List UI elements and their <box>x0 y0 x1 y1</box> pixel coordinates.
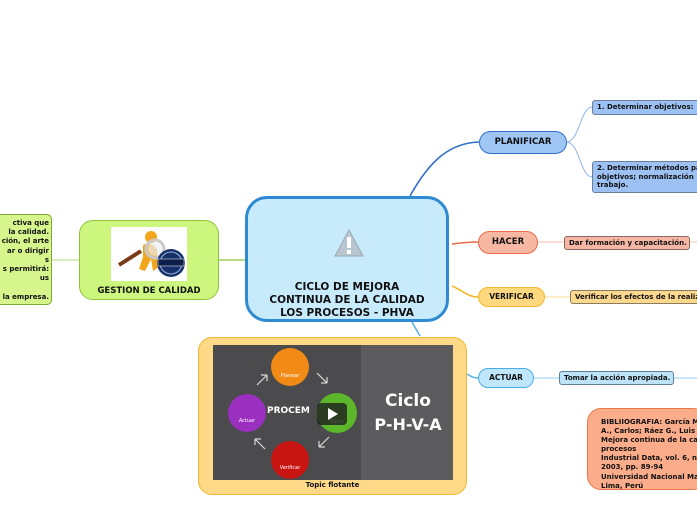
step-verificar: Verificar <box>271 441 309 479</box>
procem-logo: PROCEM <box>267 406 310 416</box>
subtopic-determinar-objetivos[interactable]: 1. Determinar objetivos: <box>592 100 697 115</box>
video-thumbnail[interactable]: Planear Hacer Verificar Actuar PROCEM Ci… <box>213 345 453 480</box>
floating-topic[interactable]: Planear Hacer Verificar Actuar PROCEM Ci… <box>198 337 467 495</box>
step-planear: Planear <box>271 348 309 386</box>
gestion-note-text: ctiva que la calidad. ción, el arte ar o… <box>1 219 49 301</box>
connector-p1 <box>566 106 593 143</box>
subtopic-accion-apropiada[interactable]: Tomar la acción apropiada. <box>559 371 674 385</box>
gestion-label: GESTION DE CALIDAD <box>97 286 201 296</box>
central-title: CICLO DE MEJORA CONTINUA DE LA CALIDAD L… <box>248 281 446 320</box>
step-planear-label: Planear <box>280 373 300 379</box>
central-title-line: LOS PROCESOS - PHVA <box>280 307 414 319</box>
subtopic-determinar-metodos[interactable]: 2. Determinar métodos pa objetivos; norm… <box>592 161 697 193</box>
central-topic[interactable]: CICLO DE MEJORA CONTINUA DE LA CALIDAD L… <box>245 196 449 322</box>
gestion-note[interactable]: ctiva que la calidad. ción, el arte ar o… <box>0 214 52 305</box>
bibliography-text: BIBLIIOGRAFIA: García M A., Carlos; Ráez… <box>601 418 697 490</box>
connector-actuar <box>466 373 479 379</box>
connector-p2 <box>566 141 593 178</box>
floating-topic-label: Topic flotante <box>305 481 360 489</box>
step-actuar-label: Actuar <box>238 418 256 424</box>
connector-floating <box>411 321 421 337</box>
topic-gestion-calidad[interactable]: GESTION DE CALIDAD <box>79 220 219 300</box>
topic-verificar[interactable]: VERIFICAR <box>478 287 545 307</box>
quality-inspection-image <box>111 227 187 281</box>
central-title-line: CONTINUA DE LA CALIDAD <box>269 294 425 306</box>
video-title-panel <box>361 345 453 480</box>
video-title-line2: P-H-V-A <box>374 415 442 434</box>
central-title-line: CICLO DE MEJORA <box>294 281 400 293</box>
play-button[interactable] <box>317 403 347 425</box>
topic-actuar[interactable]: ACTUAR <box>478 368 534 388</box>
video-title: Ciclo P-H-V-A <box>363 390 453 436</box>
bibliography-note[interactable]: BIBLIIOGRAFIA: García M A., Carlos; Ráez… <box>587 408 697 490</box>
connector-verificar <box>451 285 479 298</box>
play-icon <box>328 408 338 420</box>
topic-hacer[interactable]: HACER <box>478 231 538 254</box>
cycle-arrows <box>254 372 330 450</box>
subtopic-verificar-efectos[interactable]: Verificar los efectos de la realiza <box>570 290 697 304</box>
step-actuar: Actuar <box>228 394 266 432</box>
subtopic-formacion[interactable]: Dar formación y capacitación. <box>564 236 690 250</box>
step-verificar-label: Verificar <box>279 465 301 471</box>
video-title-line1: Ciclo <box>385 391 431 411</box>
connector-planificar <box>409 141 480 197</box>
connector-hacer <box>451 241 479 245</box>
warning-icon <box>334 229 364 257</box>
topic-planificar[interactable]: PLANIFICAR <box>479 131 567 154</box>
